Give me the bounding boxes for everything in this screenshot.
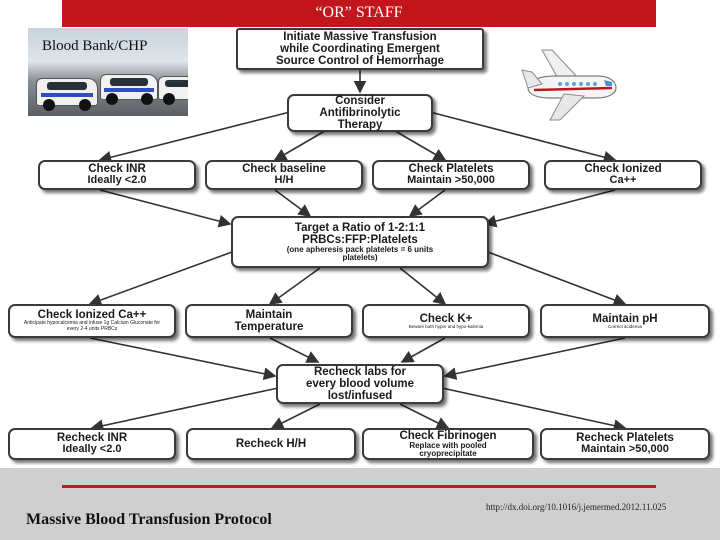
recheck-platelets-title: Recheck Platelets (576, 432, 674, 445)
box-recheck-inr: Recheck INR Ideally <2.0 (8, 428, 176, 460)
arrow-antifib-to-check2 (273, 127, 331, 161)
arrow-antifib-to-check4 (429, 111, 617, 164)
check-inr-title: Check INR (88, 163, 146, 176)
footer-background (0, 468, 720, 540)
recheck-labs-line3: lost/infused (327, 390, 393, 403)
airplane-icon (521, 49, 617, 121)
maintain-temp-title: Maintain (245, 308, 293, 321)
arrow-antifib-to-check3 (389, 127, 447, 161)
police-cars-photo: Blood Bank/CHP (28, 28, 188, 116)
recheck-hh-title: Recheck H/H (235, 437, 307, 450)
fibrinogen-sub2: cryoprecipitate (419, 449, 477, 459)
box-check-ionized-ca: Check Ionized Ca++ Anticipate hypocalcem… (8, 304, 176, 338)
initiate-line1: Initiate Massive Transfusion (283, 30, 437, 43)
box-recheck-platelets: Recheck Platelets Maintain >50,000 (540, 428, 710, 460)
box-check-fibrinogen: Check Fibrinogen Replace with pooled cry… (362, 428, 534, 460)
check-ionized-sub: Ca++ (609, 174, 637, 187)
fibrinogen-title: Check Fibrinogen (399, 429, 497, 442)
police-car-3 (158, 76, 188, 105)
ratio-line1: Target a Ratio of 1-2:1:1 (294, 221, 426, 234)
arrow-maintain4-to-recheck (443, 337, 626, 380)
antifib-line2: Antifibrinolytic (319, 106, 401, 119)
recheck-labs-line1: Recheck labs for (313, 365, 407, 378)
arrow-recheck-to-final2 (270, 403, 321, 429)
arrow-recheck-to-final4 (441, 387, 627, 432)
flowchart: Initiate Massive Transfusion while Coord… (0, 28, 720, 468)
arrow-ratio-to-maintain1 (88, 251, 233, 307)
box-recheck-hh: Recheck H/H (186, 428, 356, 460)
arrow-maintain1-to-recheck (89, 337, 277, 381)
arrow-recheck-to-final3 (399, 403, 450, 429)
recheck-labs-line2: every blood volume (305, 377, 414, 390)
initiate-line3: Source Control of Hemorrhage (275, 55, 445, 68)
doi-link[interactable]: http://dx.doi.org/10.1016/j.jemermed.201… (486, 502, 667, 512)
arrow-ratio-to-maintain4 (487, 251, 627, 307)
check-inr-sub: Ideally <2.0 (87, 174, 147, 187)
maintain-temp-sub: Temperature (234, 321, 304, 333)
arrow-maintain2-to-recheck (269, 337, 320, 363)
arrow-ratio-to-maintain3 (399, 267, 447, 305)
police-car-1 (36, 78, 98, 111)
check-k-title: Check K+ (419, 312, 473, 325)
antifib-line1: Consider (335, 94, 385, 107)
box-check-baseline: Check baseline H/H (205, 160, 363, 190)
box-initiate-transfusion: Initiate Massive Transfusion while Coord… (236, 28, 484, 70)
recheck-inr-title: Recheck INR (56, 432, 128, 445)
box-check-k: Check K+ Beware both hyper and hypo-kale… (362, 304, 530, 338)
box-maintain-ph: Maintain pH Correct acidemia (540, 304, 710, 338)
box-antifibrinolytic: Consider Antifibrinolytic Therapy (287, 94, 433, 132)
box-maintain-temperature: Maintain Temperature (185, 304, 353, 338)
box-check-ionized: Check Ionized Ca++ (544, 160, 702, 190)
check-k-sub: Beware both hyper and hypo-kalemia (408, 323, 484, 329)
arrow-check1-to-ratio (99, 189, 232, 228)
box-check-platelets: Check Platelets Maintain >50,000 (372, 160, 530, 190)
maintain-ph-title: Maintain pH (592, 312, 658, 325)
arrow-check3-to-ratio (408, 189, 446, 217)
ratio-line2: PRBCs:FFP:Platelets (302, 233, 418, 246)
arrow-ratio-to-maintain2 (268, 267, 321, 305)
arrow-maintain3-to-recheck (400, 337, 446, 363)
footer-title: Massive Blood Transfusion Protocol (26, 511, 272, 528)
check-baseline-sub: H/H (274, 174, 294, 187)
arrow-check2-to-ratio (274, 189, 312, 217)
recheck-platelets-sub: Maintain >50,000 (581, 443, 669, 456)
check-ionized-title: Check Ionized (584, 163, 662, 176)
check-platelets-sub: Maintain >50,000 (407, 174, 495, 187)
fibrinogen-sub: Replace with pooled (409, 440, 487, 450)
police-car-2 (100, 74, 158, 105)
arrow-recheck-to-final1 (90, 387, 279, 432)
ionized-ca-sub: Anticipate hypocalcemia and infuse 1g Ca… (23, 320, 161, 332)
box-target-ratio: Target a Ratio of 1-2:1:1 PRBCs:FFP:Plat… (231, 216, 489, 268)
antifib-line3: Therapy (337, 119, 383, 132)
check-platelets-title: Check Platelets (408, 163, 494, 176)
arrow-check4-to-ratio (483, 189, 616, 228)
initiate-line2: while Coordinating Emergent (280, 42, 440, 55)
box-recheck-labs: Recheck labs for every blood volume lost… (276, 364, 444, 404)
flow-arrows (88, 70, 627, 432)
ratio-line3: (one apheresis pack platelets = 6 units (286, 244, 434, 254)
header-title: “OR” STAFF (62, 0, 656, 27)
ionized-ca-title: Check Ionized Ca++ (37, 309, 147, 321)
box-check-inr: Check INR Ideally <2.0 (38, 160, 196, 190)
check-baseline-title: Check baseline (242, 163, 326, 176)
arrow-antifib-to-check1 (98, 111, 291, 164)
photo-label: Blood Bank/CHP (42, 38, 148, 54)
maintain-ph-sub: Correct acidemia (607, 323, 642, 329)
footer-divider (62, 485, 656, 488)
recheck-inr-sub: Ideally <2.0 (62, 443, 122, 456)
ratio-line4: platelets) (342, 253, 378, 263)
